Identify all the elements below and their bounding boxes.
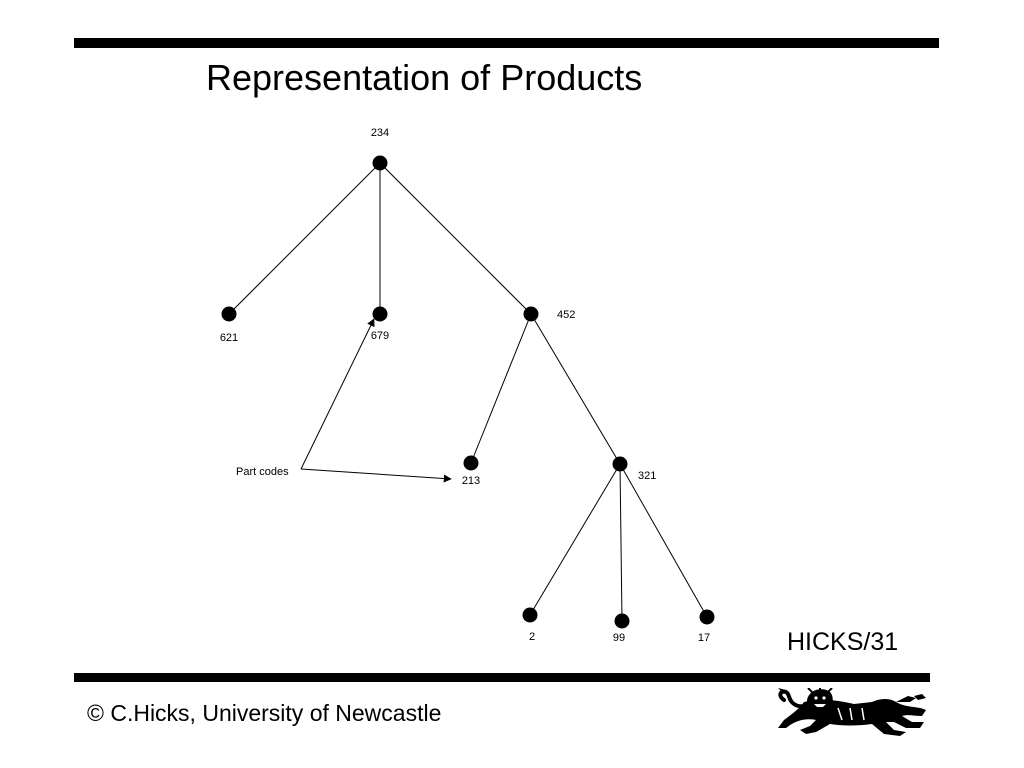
copyright-text: © C.Hicks, University of Newcastle [87,700,442,726]
node-234 [372,155,388,171]
slide-code: HICKS/31 [787,628,899,656]
node-452 [523,306,539,322]
node-label-17: 17 [698,632,710,644]
node-621 [221,306,237,322]
edge-234-452 [379,162,532,315]
node-label-234: 234 [371,127,389,139]
node-17 [699,609,715,625]
node-321 [612,456,628,472]
node-679 [372,306,388,322]
node-213 [463,455,479,471]
edge-452-321 [530,313,621,465]
node-label-99: 99 [613,632,625,644]
top-rule [74,38,939,48]
node-99 [614,613,630,629]
node-label-621: 621 [220,332,238,344]
callout-label: Part codes [236,466,289,478]
node-2 [522,607,538,623]
node-label-321: 321 [638,470,656,482]
edge-321-17 [619,463,708,618]
edge-321-2 [529,463,621,616]
heraldic-lion-icon [778,688,926,736]
node-label-452: 452 [557,309,575,321]
slide-title: Representation of Products [206,57,643,98]
callout-arrow-213 [300,468,452,483]
edge-321-99 [619,463,623,622]
node-label-679: 679 [371,330,389,342]
edge-452-213 [470,313,532,464]
edge-234-621 [228,162,381,315]
node-label-2: 2 [529,631,535,643]
callout-arrow-679 [300,318,375,470]
node-label-213: 213 [462,475,480,487]
bottom-rule [74,673,930,682]
